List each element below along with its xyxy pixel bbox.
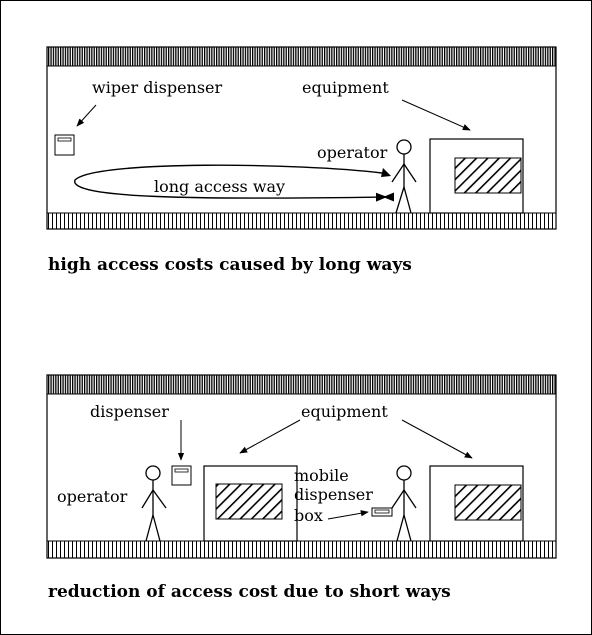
equipment-label: equipment — [301, 402, 388, 421]
long-access-way-label: long access way — [154, 177, 285, 196]
equipment-icon — [430, 466, 523, 541]
box-label: box — [294, 506, 323, 525]
equipment-label: equipment — [302, 78, 389, 97]
access-way-start-arrow — [381, 168, 391, 177]
equipment-arrow-left — [240, 420, 300, 453]
equipment-arrow — [402, 100, 470, 130]
wiper-dispenser-label: wiper dispenser — [92, 78, 223, 97]
floor — [47, 213, 556, 229]
operator-figure-icon — [392, 140, 416, 213]
wiper-dispenser-arrow — [77, 105, 96, 126]
operator-label: operator — [57, 487, 128, 506]
ceiling — [47, 47, 556, 66]
wiper-dispenser-icon — [55, 135, 74, 155]
floor — [47, 541, 556, 558]
dispenser-label-2: dispenser — [294, 485, 373, 504]
dispenser-icon — [172, 466, 191, 485]
mobile-box-arrow — [328, 512, 368, 519]
equipment-icon — [430, 139, 523, 213]
operator-figure-icon — [142, 466, 166, 541]
mobile-label: mobile — [294, 466, 349, 485]
scene-2-caption: reduction of access cost due to short wa… — [48, 582, 451, 602]
ceiling — [47, 375, 556, 394]
scene-1-caption: high access costs caused by long ways — [48, 255, 412, 275]
operator-figure-icon — [392, 466, 416, 541]
scene-1: wiper dispenser equipment operator long … — [47, 47, 556, 275]
equipment-arrow-right — [402, 420, 472, 458]
dispenser-label: dispenser — [90, 402, 169, 421]
scene-2: dispenser equipment operator mobile disp… — [47, 375, 556, 602]
equipment-icon — [204, 466, 297, 541]
operator-label: operator — [317, 143, 388, 162]
mobile-dispenser-box-icon — [372, 508, 392, 516]
